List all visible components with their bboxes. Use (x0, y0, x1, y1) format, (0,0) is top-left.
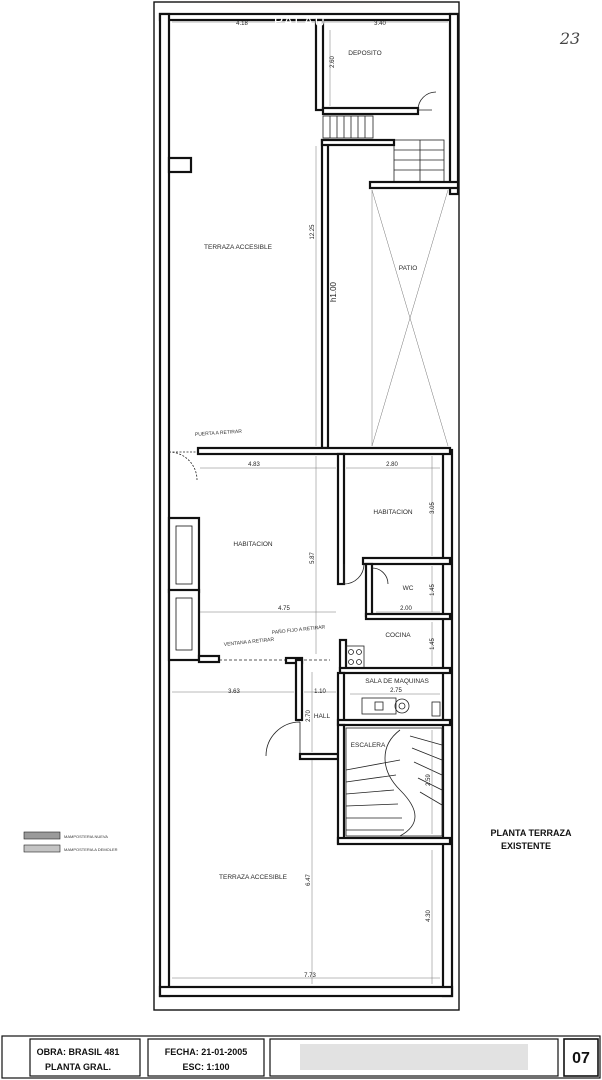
spiral-stair (345, 727, 443, 837)
room-habitacion-left: HABITACION (233, 541, 273, 548)
wc-left-wall (364, 562, 374, 618)
stair-top-right (393, 139, 445, 186)
room-terraza-bottom: TERRAZA ACCESIBLE (219, 874, 288, 881)
room-terraza-top: TERRAZA ACCESIBLE (204, 244, 273, 251)
dim-escalera-height: 2.59 (426, 774, 432, 786)
cocina-bottom-wall (338, 666, 452, 675)
dim-top-right-width: 3.40 (374, 21, 386, 27)
dim-top-left-width: 4.18 (236, 21, 248, 27)
room-habitacion-right: HABITACION (373, 509, 413, 516)
dim-hall-height: 2.70 (306, 710, 312, 722)
room-escalera: ESCALERA (351, 742, 386, 749)
dim-hab-right-width: 2.80 (386, 462, 398, 468)
note-ventana-retirar: VENTANA A RETIRAR (224, 637, 275, 648)
hab-right-door (343, 563, 365, 585)
tb-fecha: FECHA: 21-01-2005 (165, 1047, 248, 1057)
mid-wall (196, 446, 452, 456)
dim-hab-left-inner-width: 4.75 (278, 606, 290, 612)
room-deposito: DEPOSITO (348, 50, 381, 57)
room-hall: HALL (314, 713, 331, 720)
escalera-left-wall (336, 723, 346, 845)
patio-top-wall (368, 180, 460, 190)
handwritten-sheet-number: 23 (559, 29, 580, 48)
dim-patio-wall-label: h1.00 (329, 281, 338, 302)
tb-cell-fecha (147, 1038, 265, 1077)
tb-cell-obra (29, 1038, 141, 1077)
watermark-brand: PALAU (274, 13, 326, 29)
legend-label-demolish: MAMPOSTERIA A DEMOLER (64, 847, 118, 852)
stair-top-left (322, 115, 374, 139)
dim-deposito-height: 2.60 (330, 56, 336, 68)
dim-hab-left-height: 5.87 (310, 552, 316, 564)
lot-boundary (153, 1, 460, 1011)
room-patio: PATIO (399, 265, 418, 272)
cocina-left-wall (338, 638, 348, 672)
chimney-box (167, 156, 193, 174)
deposito-bottom-wall (321, 106, 420, 116)
hall-left-wall (294, 658, 304, 722)
dim-terraza-bottom-width: 7.73 (304, 973, 316, 979)
dim-terraza-bottom-side: 4.30 (426, 910, 432, 922)
dim-wc-width: 2.00 (400, 606, 412, 612)
left-wall (158, 12, 171, 998)
dim-patio-wall-length: 12.25 (310, 224, 316, 240)
bottom-wall (158, 985, 454, 998)
dim-terraza-bottom-height: 6.47 (306, 874, 312, 886)
tb-cell-blurred (269, 1038, 559, 1077)
hall-door (265, 721, 301, 757)
legend-swatch-new (23, 831, 61, 840)
door-to-remove (168, 451, 198, 481)
dimension-lines (172, 21, 448, 984)
legend: MAMPOSTERIA NUEVA MAMPOSTERIA A DEMOLER (23, 831, 118, 853)
deposito-left-wall (314, 18, 325, 112)
stove-icon (345, 645, 365, 669)
hab-right-bottom-wall (361, 556, 452, 566)
recess-2-inner (175, 597, 193, 651)
dim-hab-left-width: 4.83 (248, 462, 260, 468)
dim-sala-width: 2.75 (390, 688, 402, 694)
room-wc: WC (403, 585, 414, 592)
room-cocina: COCINA (385, 632, 411, 639)
right-wall-top (448, 12, 460, 196)
title-block (1, 1035, 601, 1079)
patio-divider-wall (320, 138, 330, 450)
dim-hall-width: 1.10 (314, 689, 326, 695)
wc-door (371, 567, 389, 585)
wc-bottom-wall (364, 612, 452, 621)
legend-label-new: MAMPOSTERIA NUEVA (64, 834, 108, 839)
dim-wc-height: 1.45 (430, 584, 436, 596)
plan-title-line1: PLANTA TERRAZA (491, 828, 572, 838)
hab-right-left-wall (336, 452, 346, 586)
sala-left-wall (336, 671, 346, 725)
legend-swatch-demolish (23, 844, 61, 853)
tb-obra: OBRA: BRASIL 481 (37, 1047, 120, 1057)
hab-left-bottom-wall-a (197, 654, 221, 664)
dim-cocina-height: 1.45 (430, 638, 436, 650)
dim-hall-left-width: 3.63 (228, 689, 240, 695)
patio-top-connector (320, 138, 396, 147)
note-puerta-retirar: PUERTA A RETIRAR (195, 429, 243, 438)
hall-bottom-wall (298, 752, 340, 761)
recess-1-inner (175, 525, 193, 585)
plan-title-line2: EXISTENTE (501, 841, 551, 851)
note-pano-fijo-retirar: PAÑO FIJO A RETIRAR (271, 623, 325, 636)
sala-bottom-wall (336, 718, 452, 727)
tb-blurred-stamp (300, 1044, 528, 1070)
tb-plano: PLANTA GRAL. (45, 1062, 111, 1072)
tb-cell-sheet (563, 1038, 599, 1077)
room-sala-de-maquinas: SALA DE MAQUINAS (365, 678, 429, 685)
deposito-door (417, 91, 437, 111)
machine-icon (361, 697, 441, 717)
tb-escala: ESC: 1:100 (182, 1062, 229, 1072)
patio-void (371, 189, 449, 447)
tb-sheet-number: 07 (572, 1050, 590, 1067)
dim-hab-right-height: 3.05 (430, 502, 436, 514)
escalera-bottom-wall (336, 836, 452, 846)
